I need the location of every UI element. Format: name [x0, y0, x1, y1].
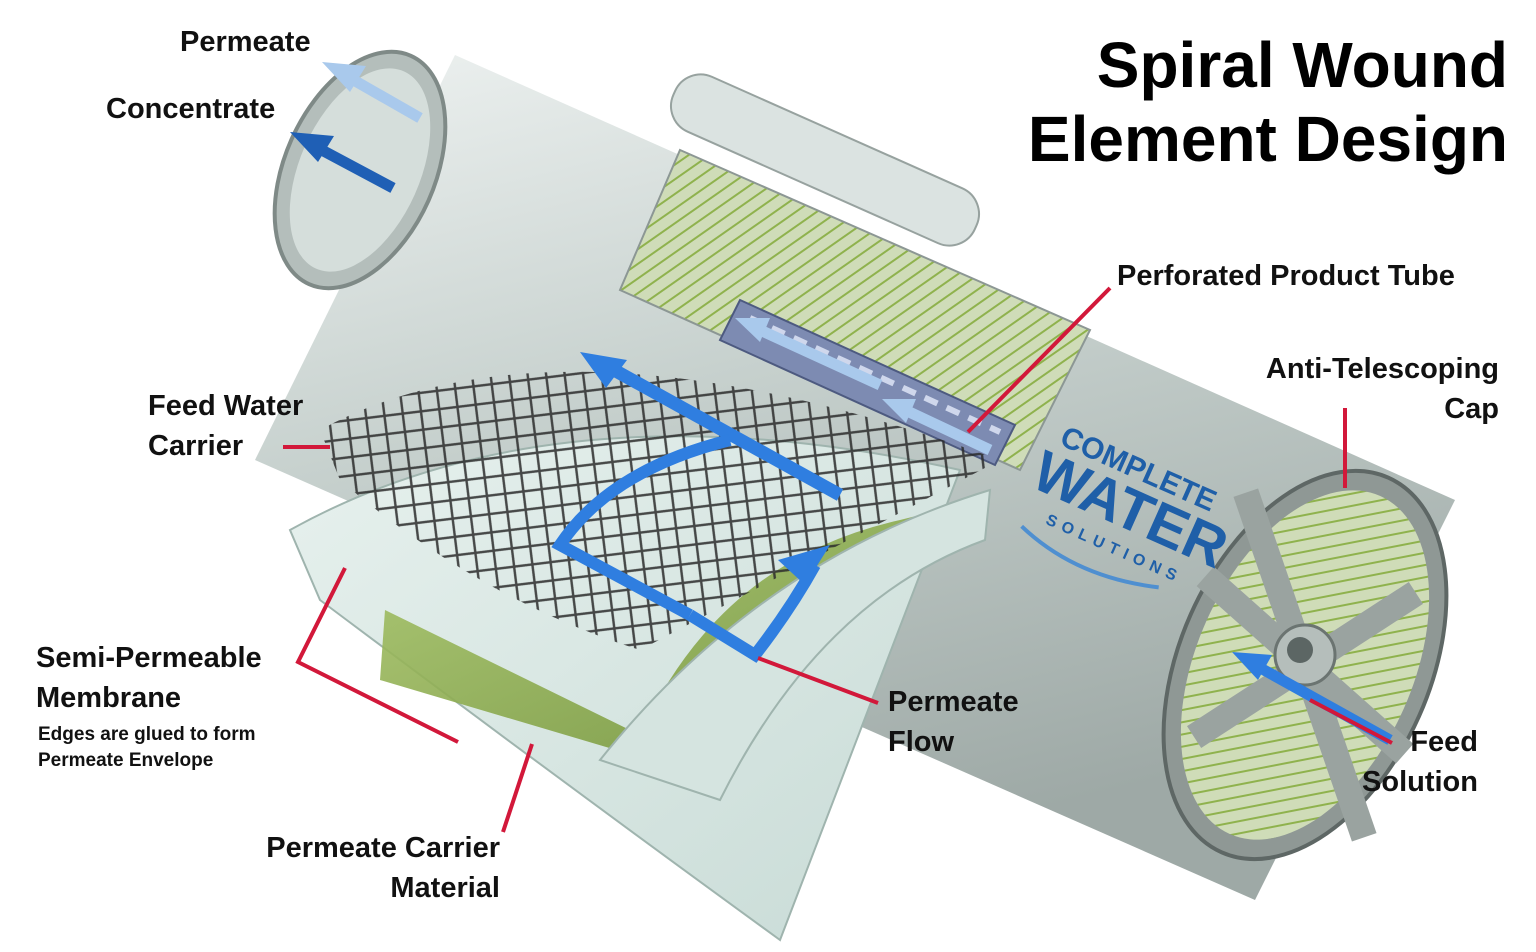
label-feed-solution-line-2: Solution — [1362, 766, 1478, 798]
label-semi-permeable-membrane: Semi-Permeable Membrane — [36, 638, 262, 718]
membrane-note: Edges are glued to form Permeate Envelop… — [38, 722, 255, 774]
label-feed-solution: Feed Solution — [1330, 722, 1478, 802]
leader-carrier — [501, 743, 534, 833]
title-line-2: Element Design — [1027, 103, 1508, 175]
feed-water-carrier-mesh — [320, 371, 1000, 650]
feed-solution-arrow — [1252, 660, 1393, 745]
label-membrane-line-2: Membrane — [36, 682, 182, 714]
label-permeate-flow: Permeate Flow — [888, 682, 1019, 762]
label-anti-telescoping-cap: Anti-Telescoping Cap — [1230, 349, 1499, 429]
anti-telescoping-cap — [1161, 468, 1449, 862]
leader-perforated-tube — [966, 286, 1112, 434]
label-feed-water-line-1: Feed Water — [148, 390, 304, 422]
label-feed-water-carrier: Feed Water Carrier — [148, 386, 303, 466]
permeate-flow-arrow-head — [778, 545, 830, 585]
permeate-out-arrow — [347, 73, 423, 123]
flow-arrows — [290, 62, 1393, 745]
leader-feed-solution — [1309, 698, 1393, 745]
label-anti-telescoping-line-1: Anti-Telescoping — [1265, 353, 1499, 385]
feed-flow-arrow — [601, 359, 844, 501]
label-permeate-flow-line-1: Permeate — [888, 686, 1019, 718]
feed-flow-arrow-head — [580, 352, 627, 388]
title-line-1: Spiral Wound — [1096, 29, 1508, 101]
membrane-layer — [598, 488, 992, 802]
concentrate-out-arrow — [315, 143, 396, 193]
label-anti-telescoping-line-2: Cap — [1444, 393, 1499, 425]
label-carrier-line-1: Permeate Carrier — [266, 832, 500, 864]
leader-permeate-flow — [757, 656, 879, 705]
label-perforated-product-tube: Perforated Product Tube — [1117, 260, 1455, 292]
label-permeate: Permeate — [180, 26, 311, 58]
label-concentrate: Concentrate — [106, 93, 276, 125]
permeate-path-arrow — [551, 434, 732, 621]
label-feed-solution-line-1: Feed — [1410, 726, 1478, 758]
leader-lines — [283, 286, 1393, 833]
membrane-note-line-2: Permeate Envelope — [38, 750, 214, 771]
label-membrane-line-1: Semi-Permeable — [36, 642, 262, 674]
label-carrier-line-2: Material — [390, 872, 500, 904]
label-permeate-carrier-material: Permeate Carrier Material — [220, 828, 500, 908]
tube-flow-arrow-2 — [902, 405, 993, 455]
label-feed-water-line-2: Carrier — [148, 430, 244, 462]
page-title: Spiral Wound Element Design — [1028, 28, 1508, 176]
label-permeate-flow-line-2: Flow — [888, 726, 955, 758]
tube-flow-arrow-1 — [757, 325, 883, 390]
leader-membrane — [295, 567, 459, 744]
membrane-note-line-1: Edges are glued to form — [38, 724, 256, 745]
